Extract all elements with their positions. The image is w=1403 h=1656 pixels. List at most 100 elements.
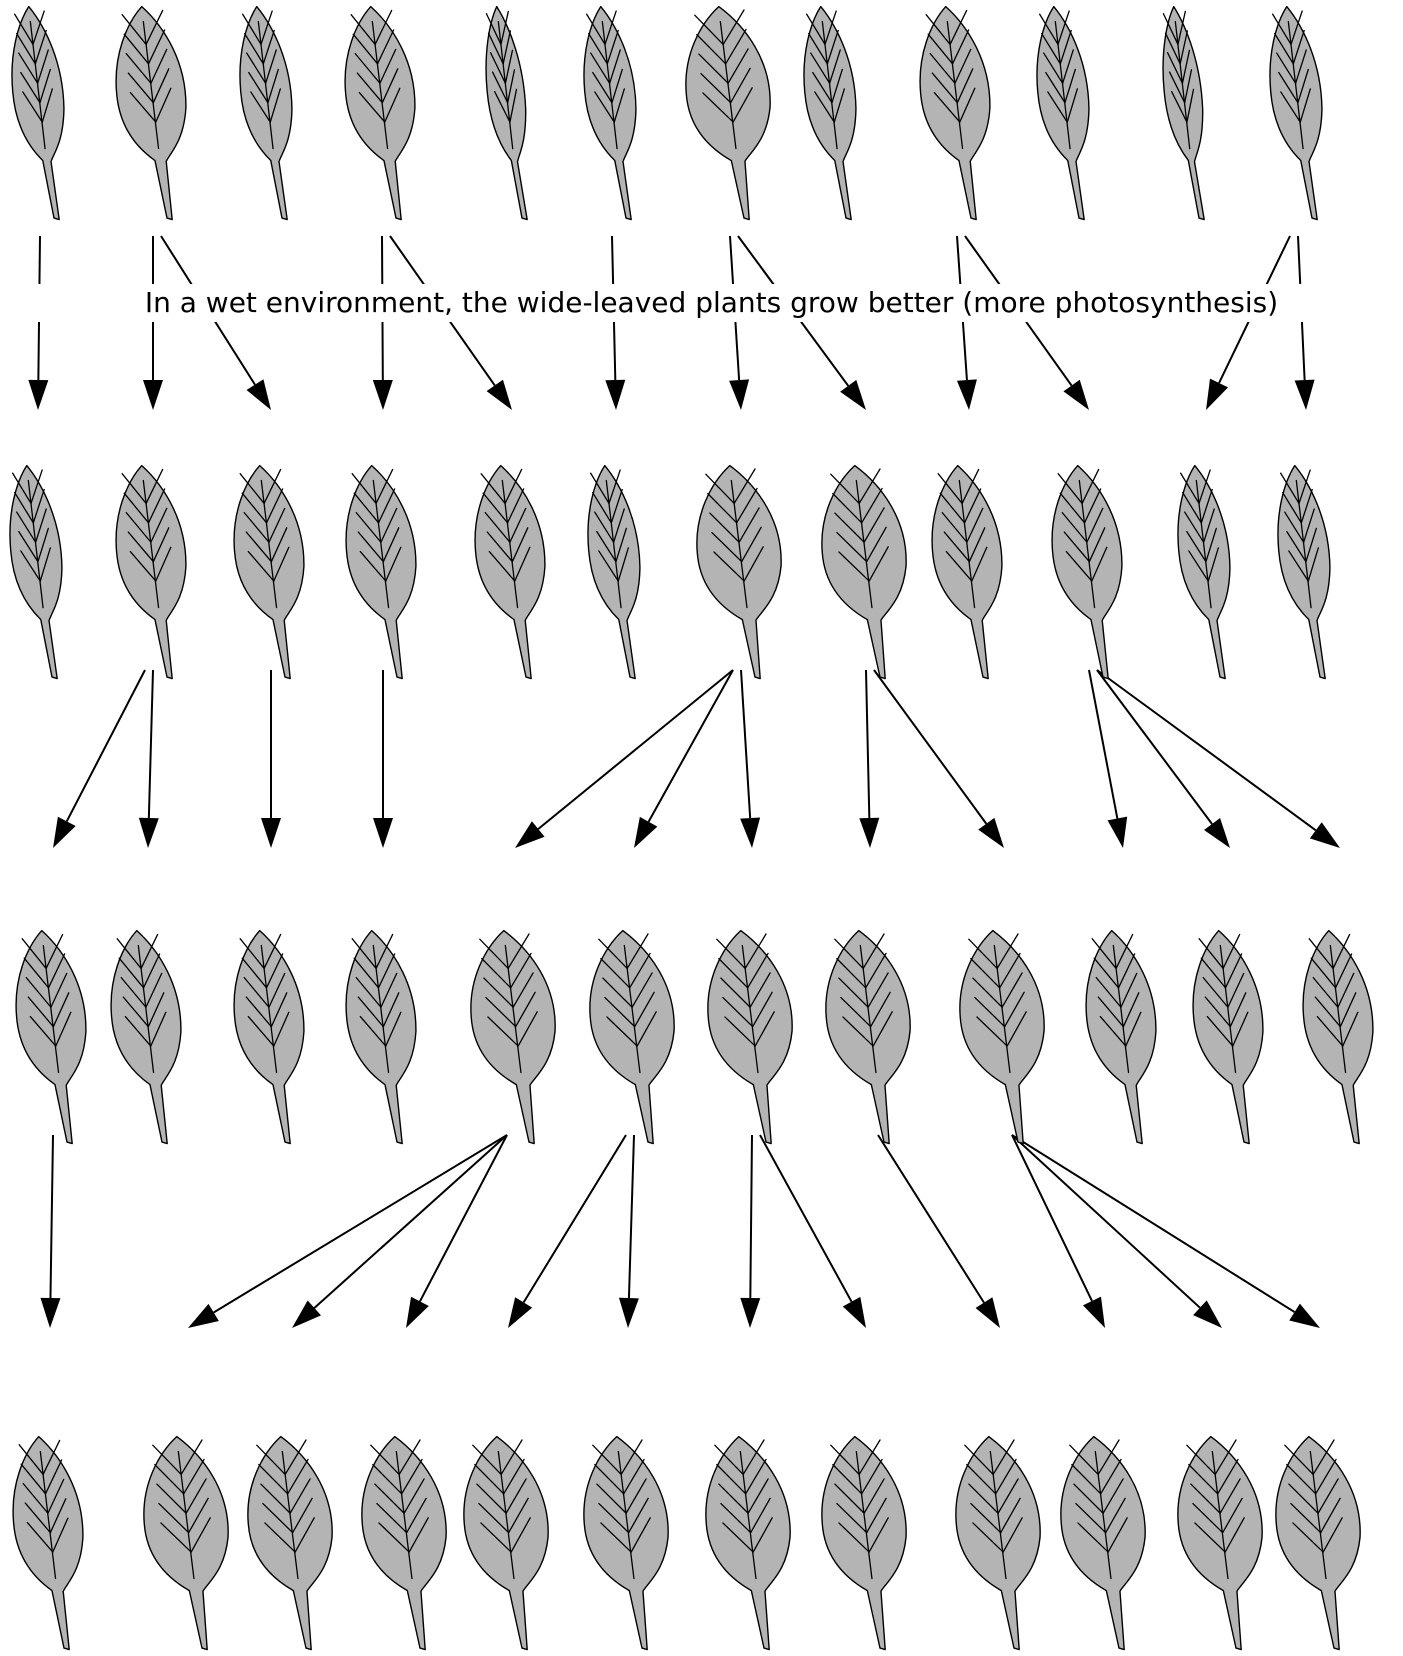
leaf-vein xyxy=(188,1497,209,1534)
leaf-vein xyxy=(350,14,376,46)
arrow-head xyxy=(956,379,977,410)
leaf-blade xyxy=(1277,464,1331,680)
leaf-vein xyxy=(1224,1517,1245,1553)
leaf-blade xyxy=(931,464,1003,680)
leaf-icon xyxy=(1269,5,1323,221)
leaf-vein xyxy=(838,551,870,582)
leaf-vein xyxy=(243,976,270,1008)
arrow-head xyxy=(143,380,163,410)
leaf-vein xyxy=(263,468,282,505)
arrow-shaft xyxy=(65,669,146,822)
leaf-vein xyxy=(725,28,747,65)
leaf-vein xyxy=(250,91,271,123)
leaf-vein xyxy=(269,88,281,123)
leaf-vein xyxy=(1077,1522,1109,1553)
leaf-blade xyxy=(1177,464,1231,680)
leaf-vein xyxy=(264,1522,296,1553)
leaf-vein xyxy=(705,473,735,505)
leaf-vein xyxy=(694,14,724,46)
leaf-vein xyxy=(1274,32,1294,65)
leaf-midrib xyxy=(739,1450,757,1580)
leaf-vein xyxy=(594,511,615,543)
leaf-vein xyxy=(376,1502,408,1534)
leaf-vein xyxy=(385,546,402,582)
arrow-head xyxy=(634,816,658,848)
leaf-vein xyxy=(867,972,889,1008)
leaf-vein xyxy=(972,977,1003,1008)
leaf-icon xyxy=(1192,929,1264,1145)
leaf-vein xyxy=(830,1444,860,1476)
leaf-vein xyxy=(247,550,275,582)
leaf-vein xyxy=(493,90,511,123)
leaf-icon xyxy=(247,1435,333,1651)
leaf-vein xyxy=(118,957,145,989)
arrow-head xyxy=(515,821,545,848)
leaf-icon xyxy=(470,929,556,1145)
leaf-vein xyxy=(1315,1458,1337,1495)
leaf-vein xyxy=(1006,1011,1027,1047)
leaf-blade xyxy=(143,1435,229,1651)
leaf-vein xyxy=(1170,90,1188,123)
leaf-blade xyxy=(344,5,416,221)
leaf-midrib xyxy=(142,479,160,609)
leaf-vein xyxy=(20,1463,47,1495)
leaf-icon xyxy=(1177,464,1231,680)
leaf-vein xyxy=(150,48,168,84)
arrow-gen1-to-gen2-4 xyxy=(372,235,393,410)
arrow-head xyxy=(486,379,512,410)
arrow-shaft xyxy=(537,669,734,830)
leaf-blade xyxy=(463,1435,549,1651)
leaf-icon xyxy=(11,5,65,221)
leaf-vein xyxy=(1229,992,1247,1028)
leaf-vein xyxy=(1302,508,1315,543)
arrow-gen2-to-gen3-12 xyxy=(1096,669,1340,848)
caption-backdrop xyxy=(0,284,1403,322)
leaf-vein xyxy=(745,1458,767,1495)
leaf-vein xyxy=(1222,933,1241,970)
leaf-icon xyxy=(1036,5,1090,221)
arrow-head xyxy=(1204,817,1230,848)
leaf-vein xyxy=(702,92,734,123)
leaf-vein xyxy=(125,52,152,84)
leaf-vein xyxy=(1198,938,1224,970)
leaf-vein xyxy=(830,473,860,505)
leaf-vein xyxy=(486,531,514,563)
arrow-gen1-to-gen2-3 xyxy=(160,235,271,410)
leaf-blade xyxy=(239,5,293,221)
arrow-head xyxy=(53,816,76,848)
leaf-vein xyxy=(1206,1015,1234,1047)
leaf-vein xyxy=(1002,1517,1023,1553)
leaf-vein xyxy=(507,933,530,970)
leaf-midrib xyxy=(946,20,964,150)
leaf-vein xyxy=(129,91,157,123)
leaf-vein xyxy=(1224,953,1243,989)
leaf-vein xyxy=(970,1502,1002,1534)
leaf-icon xyxy=(233,929,305,1145)
leaf-vein xyxy=(487,1016,519,1047)
leaf-vein xyxy=(32,10,45,46)
leaf-vein xyxy=(120,976,147,1008)
leaf-vein xyxy=(810,52,831,84)
arrow-shaft xyxy=(877,1134,985,1304)
arrow-head xyxy=(1294,379,1315,410)
leaf-vein xyxy=(716,938,746,970)
leaf-vein xyxy=(812,71,833,104)
leaf-vein xyxy=(1107,1517,1128,1553)
leaf-vein xyxy=(1222,1497,1243,1534)
leaf-vein xyxy=(976,1016,1008,1047)
leaf-midrib xyxy=(504,944,522,1074)
arrow-head xyxy=(1206,378,1229,410)
leaf-vein xyxy=(478,1502,510,1534)
leaf-blade xyxy=(345,464,417,680)
leaf-vein xyxy=(357,531,385,563)
leaf-blade xyxy=(1051,464,1123,680)
arrow-gen2-to-gen3-7 xyxy=(740,669,761,848)
leaf-vein xyxy=(511,527,529,563)
arrow-gen3-to-gen4-2 xyxy=(188,1134,508,1328)
leaf-vein xyxy=(152,1444,182,1476)
leaf-vein xyxy=(1288,1483,1319,1514)
leaf-vein xyxy=(862,933,885,970)
leaf-vein xyxy=(596,530,617,563)
leaf-vein xyxy=(13,13,34,46)
leaf-vein xyxy=(743,546,764,582)
